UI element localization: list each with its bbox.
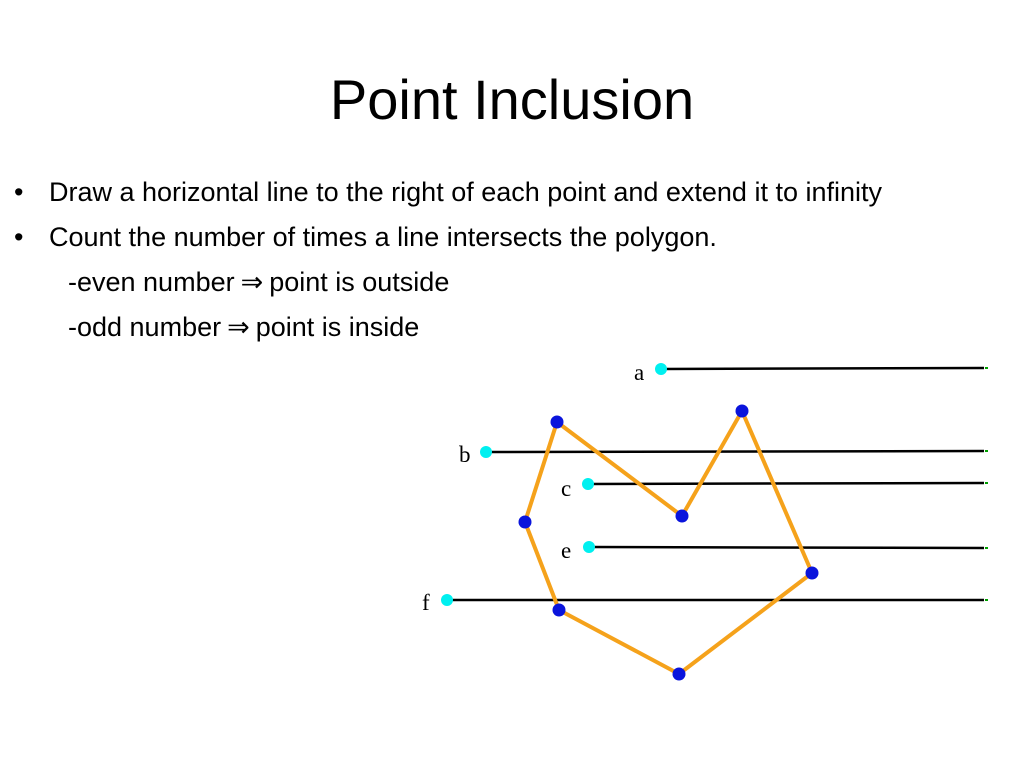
- test-points: [441, 363, 667, 606]
- ray-c: [587, 481, 985, 486]
- polygon-vertex: [672, 667, 686, 681]
- sub-item-prefix: -odd number: [68, 312, 222, 342]
- bullet-marker: •: [14, 222, 24, 252]
- bullet-list: • Draw a horizontal line to the right of…: [14, 174, 1014, 354]
- polygon-vertices: [518, 404, 819, 681]
- ray-a: [660, 366, 985, 371]
- label-c: c: [561, 476, 571, 501]
- test-point-a: [655, 363, 667, 375]
- label-a: a: [634, 360, 644, 385]
- rays: [447, 366, 985, 602]
- bullet-item: • Count the number of times a line inter…: [14, 219, 1014, 256]
- bullet-text: Draw a horizontal line to the right of e…: [49, 177, 882, 207]
- label-b: b: [459, 442, 471, 467]
- sub-item-suffix: point is outside: [269, 267, 450, 297]
- label-f: f: [422, 590, 430, 615]
- bullet-item: • Draw a horizontal line to the right of…: [14, 174, 1014, 211]
- bullet-marker: •: [14, 177, 24, 207]
- polygon-vertex: [805, 566, 819, 580]
- ray-e: [588, 545, 985, 550]
- test-point-b: [480, 446, 492, 458]
- ray-tails: [985, 367, 988, 601]
- polygon-vertex: [550, 415, 564, 429]
- test-point-f: [441, 594, 453, 606]
- sub-item-odd: -odd number⇒point is inside: [14, 309, 1014, 346]
- point-labels: a b c e f: [422, 360, 644, 615]
- polygon-vertex: [675, 509, 689, 523]
- test-point-e: [583, 541, 595, 553]
- implies-arrow: ⇒: [227, 312, 250, 342]
- polygon-vertex: [552, 603, 566, 617]
- polygon-vertex: [735, 404, 749, 418]
- label-e: e: [561, 538, 571, 563]
- implies-arrow: ⇒: [240, 267, 264, 297]
- bullet-text: Count the number of times a line interse…: [49, 222, 717, 252]
- sub-item-suffix: point is inside: [255, 312, 420, 342]
- test-point-c: [582, 478, 594, 490]
- polygon-outline: [523, 409, 814, 676]
- ray-b: [485, 449, 985, 454]
- slide-title: Point Inclusion: [329, 68, 695, 131]
- polygon-vertex: [518, 515, 532, 529]
- sub-item-prefix: -even number: [68, 267, 235, 297]
- sub-item-even: -even number⇒point is outside: [14, 264, 1014, 301]
